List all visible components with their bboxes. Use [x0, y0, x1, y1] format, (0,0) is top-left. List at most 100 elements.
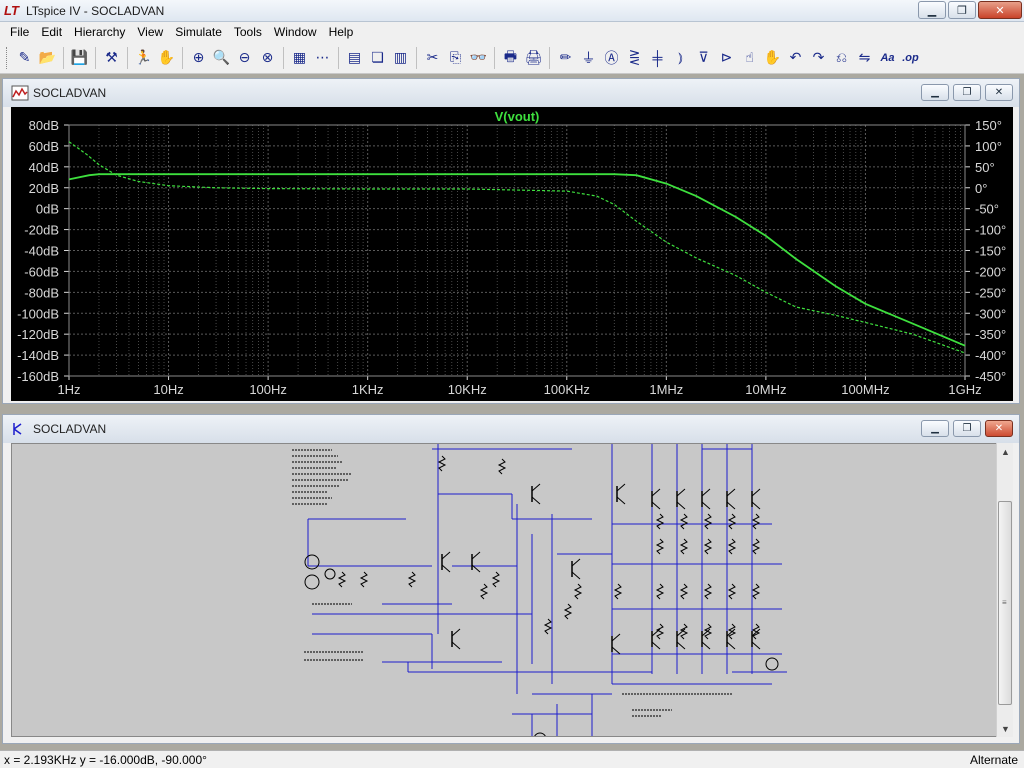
control-panel-hammer-button[interactable]: ⚒: [101, 47, 123, 69]
minimize-button[interactable]: ▁: [918, 1, 946, 19]
schematic-drawing[interactable]: [12, 444, 997, 737]
menu-view[interactable]: View: [137, 25, 164, 39]
cascade-button[interactable]: ❏: [367, 47, 389, 69]
schematic-close-button[interactable]: ✕: [985, 420, 1013, 437]
schematic-window-title-bar[interactable]: SOCLADVAN ▁ ❐ ✕: [3, 415, 1019, 443]
zoom-out-button[interactable]: ⊖: [234, 47, 256, 69]
menu-simulate[interactable]: Simulate: [175, 25, 222, 39]
inductor-button[interactable]: ⦆: [670, 47, 692, 69]
y-left-tick-label: -80dB: [24, 285, 59, 300]
undo-icon: ↶: [789, 49, 802, 65]
source-symbol: [534, 732, 546, 736]
control-panel-hammer-icon: ⚒: [105, 49, 118, 65]
y-right-tick-label: -450°: [975, 369, 1006, 384]
restore-button[interactable]: ❐: [948, 1, 976, 19]
schematic-vertical-scrollbar[interactable]: ▲ ≡ ▼: [996, 443, 1013, 737]
rotate-button[interactable]: ⎌: [831, 47, 853, 69]
net-label-button[interactable]: Ⓐ: [601, 47, 623, 69]
schematic-canvas[interactable]: [11, 443, 997, 737]
print-icon: 🖨: [524, 49, 543, 65]
diode-button[interactable]: ⊽: [693, 47, 715, 69]
transistor-symbol: [651, 501, 661, 510]
autorange-button[interactable]: ▦: [289, 47, 311, 69]
resistor-symbol: [655, 623, 665, 640]
status-bar: x = 2.193KHz y = -16.000dB, -90.000° Alt…: [0, 750, 1024, 768]
net-label-icon: Ⓐ: [604, 49, 619, 66]
toolbar-separator: [494, 46, 495, 69]
ground-button[interactable]: ⏚: [578, 47, 600, 69]
phase-trace: [68, 141, 966, 354]
save-button[interactable]: 💾: [69, 47, 91, 69]
run-icon: 🏃: [134, 49, 153, 65]
menu-tools[interactable]: Tools: [233, 25, 262, 39]
menu-help[interactable]: Help: [328, 25, 354, 39]
move-hand-button[interactable]: ☝: [739, 47, 761, 69]
spice-directive-button[interactable]: .op: [900, 47, 922, 69]
tile-horizontal-button[interactable]: ▤: [344, 47, 366, 69]
cascade-icon: ❏: [371, 49, 384, 65]
app-title: LTspice IV - SOCLADVAN: [26, 4, 165, 18]
draw-wire-button[interactable]: ✏: [555, 47, 577, 69]
transistor-symbol: [676, 641, 686, 650]
find-binoculars-button[interactable]: 👓: [468, 47, 490, 69]
y-right-tick-label: 0°: [975, 181, 987, 196]
open-folder-icon: 📂: [38, 49, 57, 65]
plot-minimize-button[interactable]: ▁: [921, 84, 949, 101]
mirror-button[interactable]: ⇋: [854, 47, 876, 69]
new-schematic-button[interactable]: ✎: [14, 47, 36, 69]
resistor-button[interactable]: ⋛: [624, 47, 646, 69]
plot-restore-button[interactable]: ❐: [953, 84, 981, 101]
resistor-symbol: [655, 538, 665, 555]
scroll-up-arrow-icon[interactable]: ▲: [1001, 446, 1010, 457]
print-preview-button[interactable]: 🖶: [500, 47, 522, 69]
plot-window-title-bar[interactable]: SOCLADVAN ▁ ❐ ✕: [3, 79, 1019, 107]
app-title-bar[interactable]: LT LTspice IV - SOCLADVAN ▁ ❐ ✕: [0, 0, 1024, 22]
schematic-minimize-button[interactable]: ▁: [921, 420, 949, 437]
tile-vertical-button[interactable]: ▥: [390, 47, 412, 69]
copy-button[interactable]: ⎘: [445, 47, 467, 69]
zoom-in-button[interactable]: ⊕: [188, 47, 210, 69]
toolbar-grip[interactable]: [6, 46, 9, 69]
transistor-symbol: [471, 551, 481, 560]
x-tick-label: 1Hz: [57, 382, 80, 397]
open-folder-button[interactable]: 📂: [37, 47, 59, 69]
resistor-symbol: [679, 538, 689, 555]
grid-button[interactable]: ⋯: [312, 47, 334, 69]
zoom-pan-button[interactable]: 🔍: [211, 47, 233, 69]
redo-button[interactable]: ↷: [808, 47, 830, 69]
diode-icon: ⊽: [698, 49, 709, 65]
run-button[interactable]: 🏃: [133, 47, 155, 69]
cut-button[interactable]: ✂: [422, 47, 444, 69]
schematic-window[interactable]: SOCLADVAN ▁ ❐ ✕ ▲ ≡ ▼: [2, 414, 1020, 744]
menu-hierarchy[interactable]: Hierarchy: [74, 25, 126, 39]
resistor-icon: ⋛: [628, 49, 641, 65]
undo-button[interactable]: ↶: [785, 47, 807, 69]
close-button[interactable]: ✕: [978, 1, 1022, 19]
halt-button[interactable]: ✋: [156, 47, 178, 69]
menu-window[interactable]: Window: [273, 25, 317, 39]
drag-hand-button[interactable]: ✋: [762, 47, 784, 69]
resistor-symbol: [727, 583, 737, 600]
resistor-symbol: [407, 571, 417, 588]
schematic-restore-button[interactable]: ❐: [953, 420, 981, 437]
transistor-symbol: [651, 488, 661, 497]
menu-edit[interactable]: Edit: [41, 25, 63, 39]
resistor-symbol: [679, 513, 689, 530]
menu-file[interactable]: File: [10, 25, 30, 39]
print-button[interactable]: 🖨: [523, 47, 545, 69]
ltspice-logo-icon: LT: [4, 3, 19, 18]
scrollbar-thumb[interactable]: ≡: [998, 501, 1012, 705]
x-tick-label: 100MHz: [841, 382, 889, 397]
zoom-fit-button[interactable]: ⊗: [257, 47, 279, 69]
text-button[interactable]: Aa: [877, 47, 899, 69]
y-left-tick-label: -60dB: [24, 264, 59, 279]
plot-close-button[interactable]: ✕: [985, 84, 1013, 101]
resistor-symbol: [727, 538, 737, 555]
component-button[interactable]: ⊳: [716, 47, 738, 69]
toolbar-separator: [416, 46, 417, 69]
capacitor-button[interactable]: ╪: [647, 47, 669, 69]
scroll-down-arrow-icon[interactable]: ▼: [1001, 723, 1010, 734]
